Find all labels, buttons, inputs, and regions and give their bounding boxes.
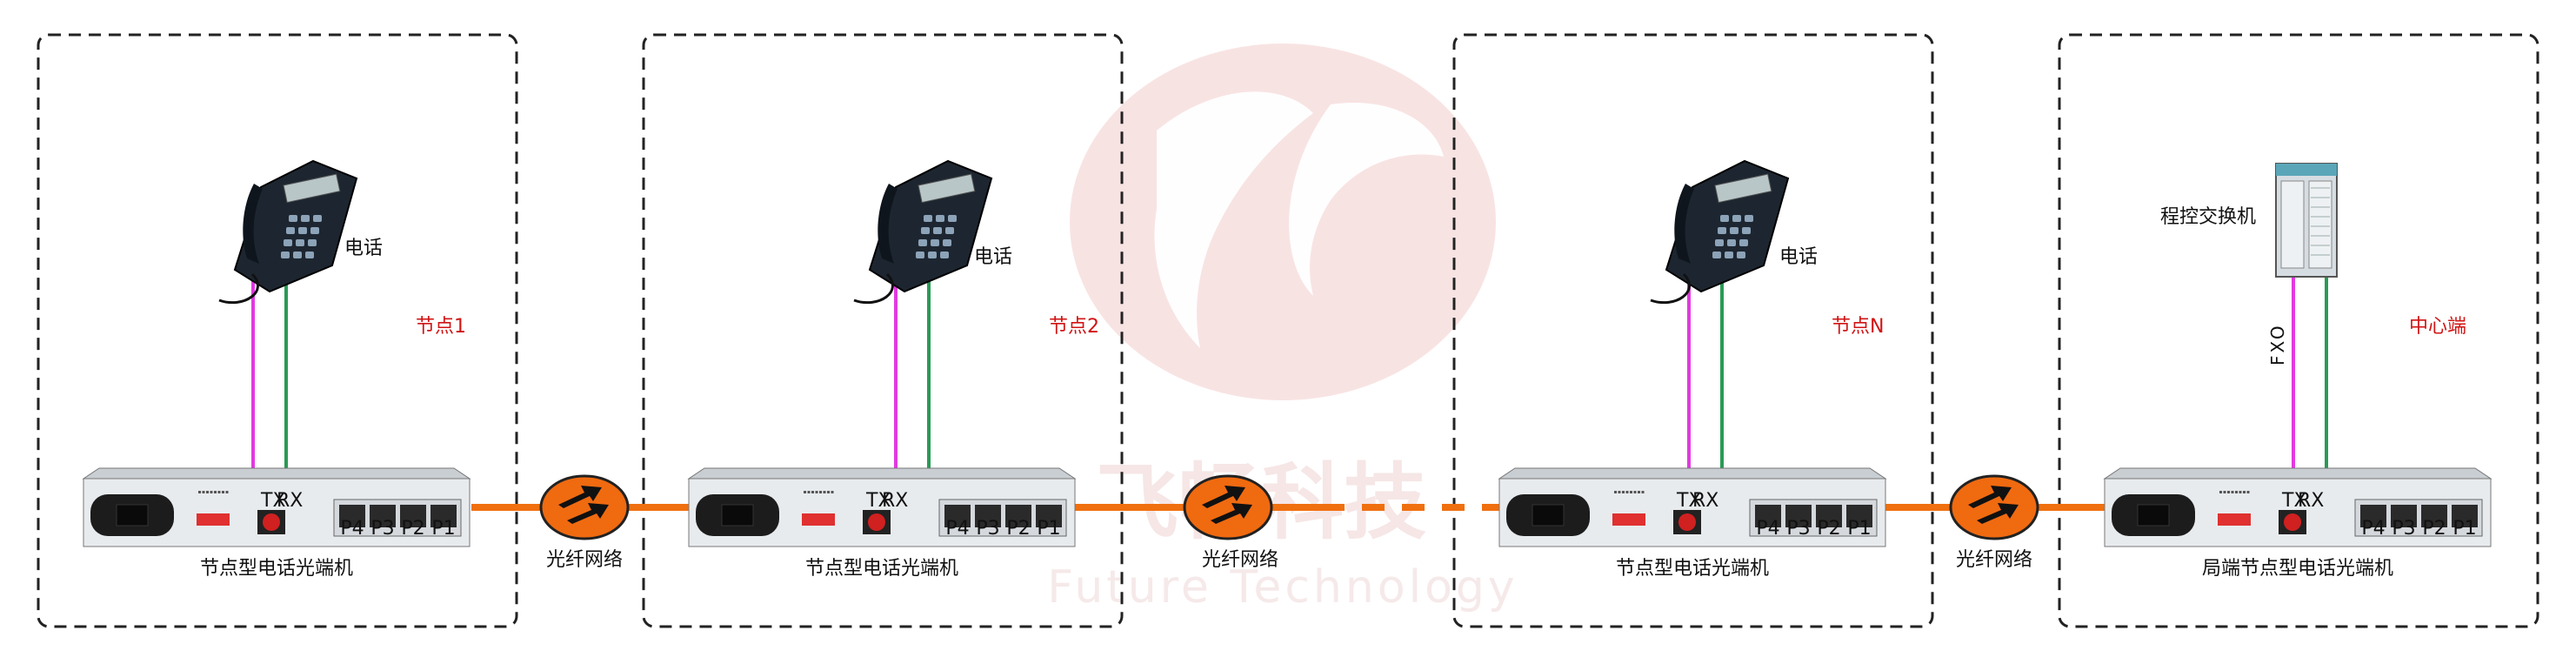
fiber-rx-label: RX — [1692, 490, 1718, 512]
node-box-n — [1452, 33, 1934, 628]
device-label: 节点型电话光端机 — [805, 558, 958, 580]
arrows-icon — [1968, 486, 2019, 524]
port-label: P2 — [1817, 518, 1840, 540]
fiber-tx-label: TX — [260, 490, 286, 512]
node-box-center — [2058, 33, 2539, 628]
exchange-label: 程控交换机 — [2160, 206, 2256, 228]
node-label: 中心端 — [2409, 316, 2466, 338]
fiber-rx-label: RX — [2298, 490, 2324, 512]
port-label: P2 — [2422, 518, 2446, 540]
phone-port — [2391, 505, 2417, 527]
phone-label: 电话 — [1779, 246, 1818, 268]
node-label: 节点1 — [416, 316, 466, 338]
phone-port — [2452, 505, 2478, 527]
phone-port — [975, 505, 1001, 527]
network-ellipse — [1183, 474, 1273, 540]
port-label: P2 — [401, 518, 424, 540]
phone-port — [1846, 505, 1872, 527]
phone-port — [339, 505, 365, 527]
fiber-network-2: 光纤网络 — [1183, 474, 1278, 571]
fiber-tx-label: TX — [1676, 490, 1702, 512]
port-label: P3 — [2392, 518, 2415, 540]
phone-icon — [1650, 159, 1790, 305]
node-label: 节点N — [1832, 316, 1884, 338]
port-label: P4 — [1756, 518, 1779, 540]
port-label: P1 — [2453, 518, 2476, 540]
device-label: 节点型电话光端机 — [1616, 558, 1769, 580]
phone-icon — [853, 159, 993, 305]
node-box-2 — [642, 33, 1124, 628]
device-label: 局端节点型电话光端机 — [2202, 558, 2393, 580]
device-label: 节点型电话光端机 — [200, 558, 353, 580]
fiber-rx-label: RX — [882, 490, 908, 512]
port-label: P3 — [976, 518, 999, 540]
phone-icon — [218, 159, 358, 305]
port-label: P2 — [1006, 518, 1030, 540]
watermark-logo-stroke — [1289, 103, 1444, 296]
fiber-network-3: 光纤网络 — [1949, 474, 2039, 571]
phone-port — [430, 505, 457, 527]
phone-port — [2360, 505, 2386, 527]
watermark-brand-en: Future Technology — [1047, 561, 1518, 614]
port-label: P3 — [370, 518, 394, 540]
watermark-logo-stroke — [1154, 91, 1313, 348]
port-label: P1 — [431, 518, 455, 540]
fiber-tx-label: TX — [2281, 490, 2307, 512]
network-label: 光纤网络 — [546, 549, 623, 571]
dip-switch — [1612, 513, 1645, 526]
dip-switch — [802, 513, 835, 526]
port-label: P1 — [1847, 518, 1871, 540]
fiber-network-1: 光纤网络 — [539, 474, 630, 571]
network-label: 光纤网络 — [1202, 549, 1278, 571]
dip-switch — [2218, 513, 2251, 526]
port-label: P3 — [1786, 518, 1810, 540]
phone-port — [1005, 505, 1031, 527]
fiber-tx-label: TX — [865, 490, 891, 512]
network-ellipse — [1949, 474, 2039, 540]
phone-port — [1785, 505, 1812, 527]
dip-switch — [197, 513, 230, 526]
phone-port — [1816, 505, 1842, 527]
network-label: 光纤网络 — [1956, 549, 2032, 571]
port-label: P4 — [340, 518, 364, 540]
fxo-label: FXO — [2267, 323, 2288, 366]
exchange-icon — [2275, 163, 2338, 278]
phone-port — [400, 505, 426, 527]
phone-port — [2421, 505, 2447, 527]
phone-port — [1036, 505, 1062, 527]
watermark: 飞畅科技 Future Technology — [1047, 44, 1518, 614]
phone-label: 电话 — [974, 246, 1012, 268]
port-label: P1 — [1037, 518, 1060, 540]
arrows-icon — [558, 486, 609, 524]
node-box-1 — [37, 33, 518, 628]
port-label: P4 — [2361, 518, 2385, 540]
phone-label: 电话 — [344, 238, 383, 259]
phone-port — [1755, 505, 1781, 527]
port-label: P4 — [945, 518, 969, 540]
fiber-rx-label: RX — [277, 490, 303, 512]
arrows-icon — [1202, 486, 1252, 524]
phone-port — [944, 505, 971, 527]
network-ellipse — [539, 474, 630, 540]
phone-port — [370, 505, 396, 527]
node-label: 节点2 — [1049, 316, 1099, 338]
